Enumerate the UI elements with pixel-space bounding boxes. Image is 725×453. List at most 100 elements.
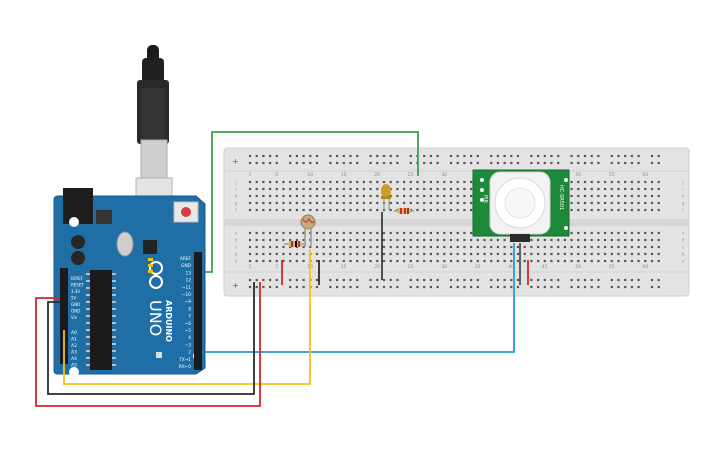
- bb-hole[interactable]: [262, 245, 265, 249]
- bb-hole[interactable]: [322, 187, 325, 191]
- bb-hole[interactable]: [496, 252, 499, 256]
- bb-hole[interactable]: [295, 194, 298, 198]
- bb-hole[interactable]: [597, 231, 600, 235]
- bb-hole[interactable]: [637, 194, 640, 198]
- bb-hole[interactable]: [396, 161, 399, 165]
- bb-hole[interactable]: [590, 238, 593, 242]
- bb-hole[interactable]: [275, 154, 278, 158]
- bb-hole[interactable]: [322, 245, 325, 249]
- bb-hole[interactable]: [255, 231, 258, 235]
- bb-hole[interactable]: [289, 285, 292, 289]
- bb-hole[interactable]: [543, 161, 546, 165]
- bb-hole[interactable]: [503, 285, 506, 289]
- bb-hole[interactable]: [315, 194, 319, 198]
- bb-hole[interactable]: [382, 154, 386, 158]
- bb-hole[interactable]: [510, 245, 513, 249]
- bb-hole[interactable]: [483, 252, 486, 256]
- bb-hole[interactable]: [449, 208, 453, 212]
- right-header[interactable]: [194, 252, 202, 370]
- bb-hole[interactable]: [617, 278, 620, 282]
- bb-hole[interactable]: [650, 180, 654, 184]
- bb-hole[interactable]: [322, 231, 325, 235]
- bb-hole[interactable]: [282, 252, 285, 256]
- bb-hole[interactable]: [644, 194, 647, 198]
- bb-hole[interactable]: [329, 208, 332, 212]
- bb-hole[interactable]: [275, 161, 278, 165]
- bb-hole[interactable]: [342, 278, 345, 282]
- pir-sensor[interactable]: PIR HC-SR501: [472, 169, 570, 242]
- bb-hole[interactable]: [289, 259, 292, 263]
- bb-hole[interactable]: [550, 259, 553, 263]
- bb-hole[interactable]: [356, 252, 359, 256]
- bb-hole[interactable]: [295, 259, 298, 263]
- bb-hole[interactable]: [557, 154, 560, 158]
- bb-hole[interactable]: [382, 252, 386, 256]
- bb-hole[interactable]: [336, 194, 339, 198]
- bb-hole[interactable]: [342, 285, 345, 289]
- bb-hole[interactable]: [342, 154, 345, 158]
- bb-hole[interactable]: [436, 278, 439, 282]
- bb-hole[interactable]: [657, 252, 660, 256]
- bb-hole[interactable]: [262, 187, 265, 191]
- bb-hole[interactable]: [382, 285, 386, 289]
- bb-hole[interactable]: [550, 154, 553, 158]
- bb-hole[interactable]: [476, 285, 479, 289]
- bb-hole[interactable]: [356, 180, 359, 184]
- bb-hole[interactable]: [624, 245, 627, 249]
- bb-hole[interactable]: [436, 252, 439, 256]
- bb-hole[interactable]: [590, 245, 593, 249]
- bb-hole[interactable]: [282, 180, 285, 184]
- bb-hole[interactable]: [322, 194, 325, 198]
- bb-hole[interactable]: [637, 259, 640, 263]
- bb-hole[interactable]: [269, 154, 272, 158]
- bb-hole[interactable]: [630, 187, 633, 191]
- bb-hole[interactable]: [248, 231, 252, 235]
- bb-hole[interactable]: [429, 161, 432, 165]
- bb-hole[interactable]: [322, 252, 325, 256]
- bb-hole[interactable]: [269, 238, 272, 242]
- bb-hole[interactable]: [329, 278, 332, 282]
- bb-hole[interactable]: [262, 285, 265, 289]
- bb-hole[interactable]: [336, 201, 339, 205]
- bb-hole[interactable]: [255, 201, 258, 205]
- bb-hole[interactable]: [516, 285, 520, 289]
- bb-hole[interactable]: [275, 252, 278, 256]
- bb-hole[interactable]: [315, 259, 319, 263]
- bb-hole[interactable]: [289, 161, 292, 165]
- bb-hole[interactable]: [436, 161, 439, 165]
- bb-hole[interactable]: [610, 285, 613, 289]
- bb-hole[interactable]: [349, 161, 352, 165]
- bb-hole[interactable]: [376, 285, 379, 289]
- bb-hole[interactable]: [476, 259, 479, 263]
- bb-hole[interactable]: [436, 285, 439, 289]
- bb-hole[interactable]: [650, 187, 654, 191]
- bb-hole[interactable]: [436, 245, 439, 249]
- bb-hole[interactable]: [255, 161, 258, 165]
- bb-hole[interactable]: [570, 238, 573, 242]
- bb-hole[interactable]: [322, 238, 325, 242]
- bb-hole[interactable]: [604, 245, 607, 249]
- bb-hole[interactable]: [262, 161, 265, 165]
- bb-hole[interactable]: [570, 194, 573, 198]
- bb-hole[interactable]: [376, 231, 379, 235]
- bb-hole[interactable]: [369, 285, 372, 289]
- bb-hole[interactable]: [476, 154, 479, 158]
- bb-hole[interactable]: [262, 208, 265, 212]
- bb-hole[interactable]: [436, 208, 439, 212]
- bb-hole[interactable]: [376, 180, 379, 184]
- wire-green[interactable]: [205, 131, 419, 273]
- bb-hole[interactable]: [577, 154, 580, 158]
- bb-hole[interactable]: [342, 208, 345, 212]
- bb-hole[interactable]: [490, 252, 493, 256]
- bb-hole[interactable]: [282, 259, 285, 263]
- bb-hole[interactable]: [570, 259, 573, 263]
- bb-hole[interactable]: [490, 245, 493, 249]
- bb-hole[interactable]: [342, 180, 345, 184]
- bb-hole[interactable]: [302, 252, 305, 256]
- bb-hole[interactable]: [570, 208, 573, 212]
- bb-hole[interactable]: [657, 231, 660, 235]
- bb-hole[interactable]: [590, 194, 593, 198]
- bb-hole[interactable]: [624, 154, 627, 158]
- bb-hole[interactable]: [376, 154, 379, 158]
- bb-hole[interactable]: [570, 201, 573, 205]
